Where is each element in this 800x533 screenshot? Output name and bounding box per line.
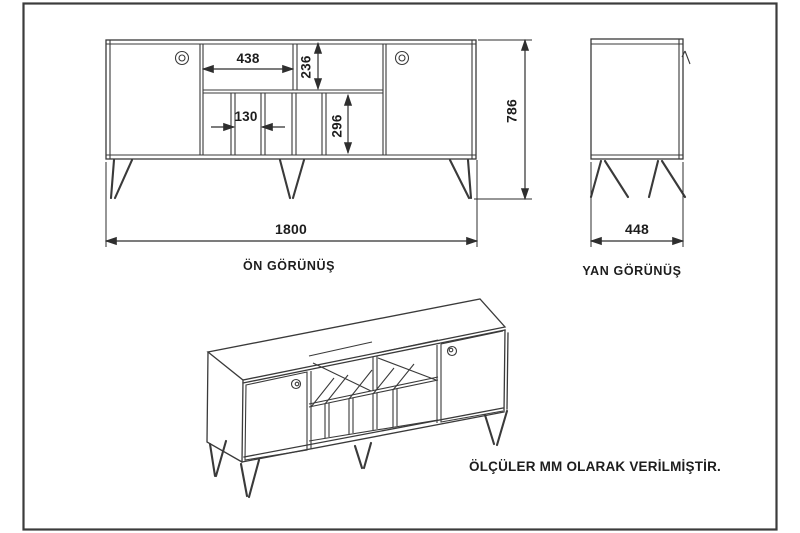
dim-shelf-width: 438 — [236, 51, 259, 66]
dim-total-height: 786 — [504, 99, 520, 123]
perspective-right-handle-icon — [446, 345, 458, 357]
side-handle-icon — [681, 50, 691, 65]
dim-slot-width: 130 — [234, 109, 257, 124]
perspective-left-handle-icon — [290, 378, 302, 390]
front-cabinet-panels — [106, 40, 476, 159]
perspective-record-dividers — [310, 363, 415, 438]
ext-lines-total-width — [105, 160, 478, 247]
perspective-top-face — [206, 298, 507, 384]
side-view-label: YAN GÖRÜNÜŞ — [582, 263, 681, 278]
perspective-left-door — [244, 371, 312, 461]
dim-lower-height: 296 — [330, 114, 345, 137]
units-note: ÖLÇÜLER MM OLARAK VERİLMİŞTİR. — [469, 459, 721, 474]
perspective-front-outline — [241, 329, 509, 463]
perspective-left-panel — [206, 351, 244, 463]
front-cabinet-outline — [105, 39, 477, 160]
dim-total-width: 1800 — [275, 221, 307, 237]
front-view: 438 236 130 296 1800 786 ÖN GÖRÜNÜŞ — [104, 38, 532, 273]
dim-upper-height: 236 — [299, 55, 314, 78]
perspective-right-door — [436, 330, 504, 423]
front-view-label: ÖN GÖRÜNÜŞ — [243, 258, 335, 273]
perspective-view — [206, 298, 509, 499]
perspective-legs — [208, 409, 509, 499]
front-view-legs — [109, 158, 473, 200]
side-view: 448 YAN GÖRÜNÜŞ — [582, 38, 691, 278]
front-left-door-handle-icon — [174, 50, 190, 66]
front-right-door-handle-icon — [394, 50, 410, 66]
ext-lines-depth — [590, 162, 684, 247]
sheet-border — [22, 2, 778, 531]
side-cabinet-outline — [590, 38, 684, 160]
side-view-legs — [589, 159, 687, 199]
dim-depth: 448 — [625, 221, 649, 237]
side-cabinet-panels — [591, 39, 683, 159]
